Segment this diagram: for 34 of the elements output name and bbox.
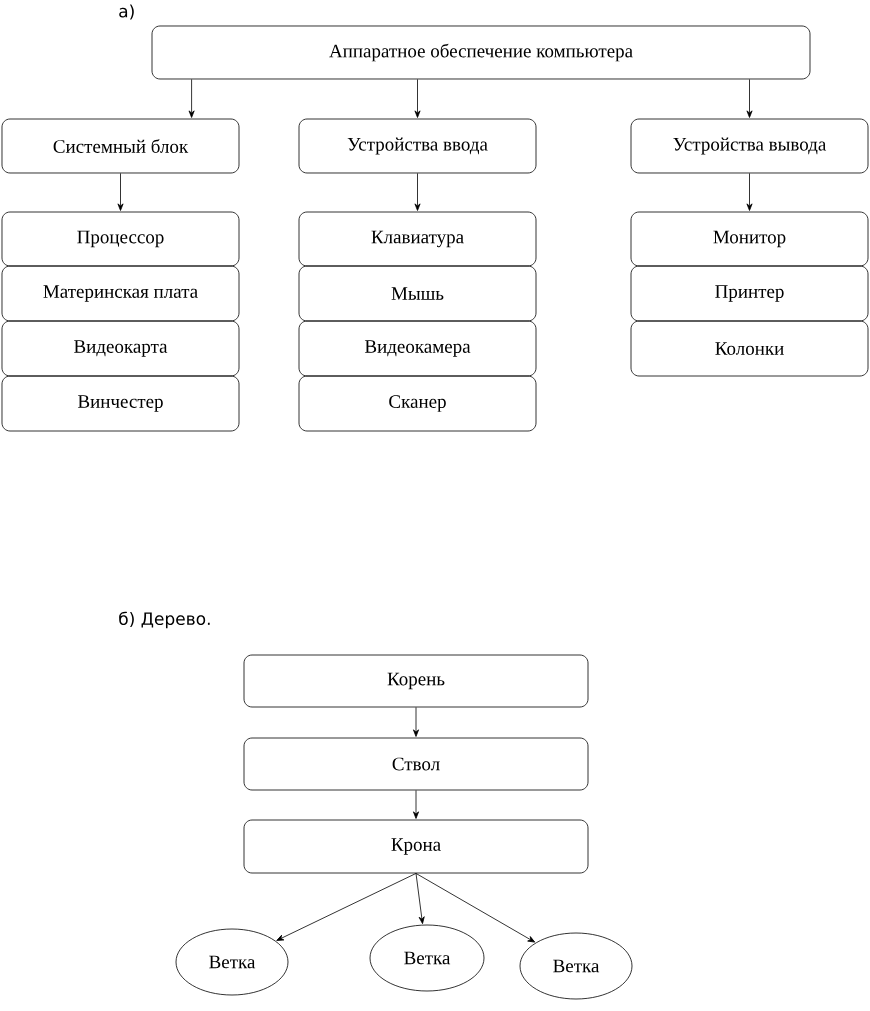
arrow (414, 173, 421, 211)
process-box: Процессор (1, 211, 240, 267)
arrow (746, 173, 753, 211)
arrow (413, 707, 419, 737)
process-box: Устройства вывода (630, 118, 869, 174)
process-box: Винчестер (1, 375, 240, 432)
process-box: Клавиатура (298, 211, 537, 267)
arrow (415, 873, 536, 943)
arrow (413, 790, 419, 819)
section-label: а) (119, 4, 134, 20)
process-box: Устройства ввода (298, 118, 537, 174)
arrow (188, 79, 195, 118)
process-box: Крона (243, 819, 589, 874)
process-box: Принтер (630, 265, 869, 322)
ellipse-node: Ветка (369, 924, 485, 992)
process-box: Видеокамера (298, 320, 537, 377)
process-box: Ствол (243, 737, 589, 791)
ellipse-node: Ветка (175, 928, 289, 996)
arrow (746, 79, 753, 118)
process-box: Аппаратное обеспечение компьютера (151, 25, 811, 80)
process-box: Мышь (298, 265, 537, 322)
arrow (117, 173, 124, 211)
process-box: Материнская плата (1, 265, 240, 322)
arrow (276, 873, 417, 941)
ellipse-node: Ветка (519, 932, 633, 1000)
arrow (415, 873, 425, 924)
section-label: б) Дерево. (119, 611, 210, 629)
arrow (414, 79, 421, 118)
process-box: Корень (243, 654, 589, 708)
process-box: Системный блок (1, 118, 240, 174)
process-box: Сканер (298, 375, 537, 432)
process-box: Видеокарта (1, 320, 240, 377)
process-box: Колонки (630, 320, 869, 377)
process-box: Монитор (630, 211, 869, 267)
